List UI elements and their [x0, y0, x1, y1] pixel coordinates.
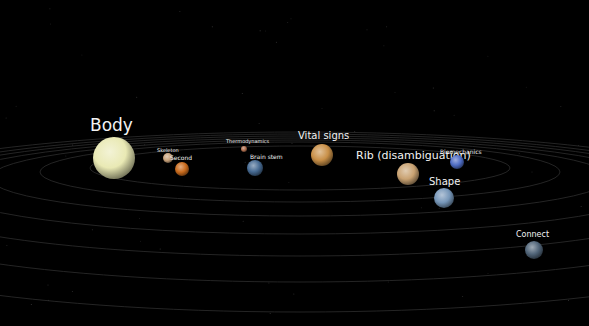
planet-label: Shape: [429, 177, 460, 187]
planet-label: Second: [170, 155, 192, 161]
planet-sphere: [450, 155, 464, 169]
planet-sphere: [93, 137, 135, 179]
planet-node: Body: [93, 137, 135, 179]
planet-sphere: [311, 144, 333, 166]
planet-label: Vital signs: [298, 131, 349, 141]
planet-sphere: [241, 146, 247, 152]
planet-sphere: [525, 241, 543, 259]
planet-node: Thermodynamics: [241, 146, 247, 152]
planet-label: Skeleton: [157, 148, 179, 153]
planet-sphere: [247, 160, 263, 176]
planet-node: Vital signs: [311, 144, 333, 166]
planet-sphere: [434, 188, 454, 208]
planet-node: Shape: [434, 188, 454, 208]
planet-node: Rib (disambiguation): [397, 163, 419, 185]
planet-label: Biomechanics: [440, 149, 482, 155]
planet-node: Connect: [525, 241, 543, 259]
planet-label: Connect: [516, 231, 549, 239]
planet-label: Thermodynamics: [226, 139, 269, 144]
planet-label: Body: [90, 117, 133, 134]
planet-node: Biomechanics: [450, 155, 464, 169]
planet-sphere: [397, 163, 419, 185]
planet-node: Second: [175, 162, 189, 176]
planet-label: Brain stem: [250, 154, 283, 160]
planet-node: Brain stem: [247, 160, 263, 176]
planet-sphere: [175, 162, 189, 176]
